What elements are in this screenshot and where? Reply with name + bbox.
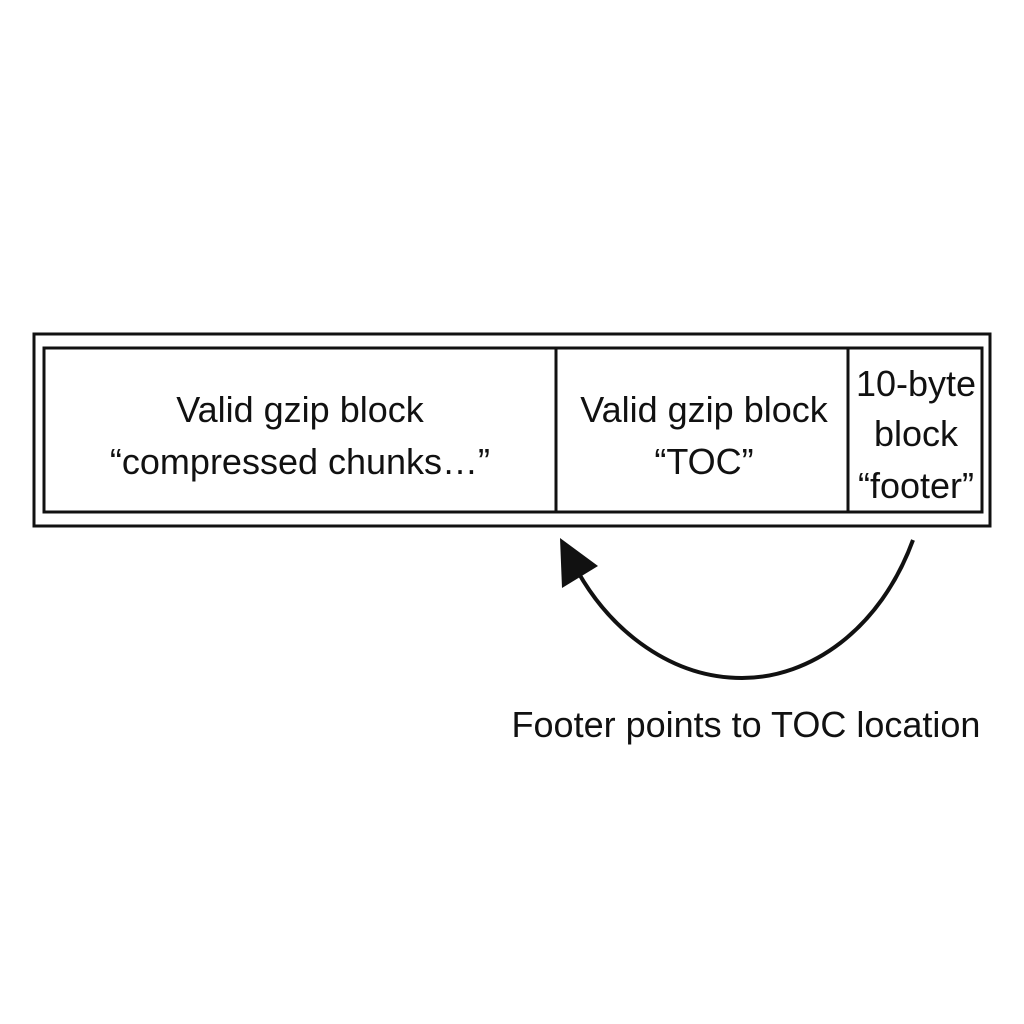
block-toc-subtitle: “TOC” bbox=[654, 441, 753, 482]
block-compressed-chunks-subtitle: “compressed chunks…” bbox=[110, 441, 490, 482]
block-compressed-chunks-title: Valid gzip block bbox=[176, 389, 424, 430]
block-footer-line1: 10-byte bbox=[856, 363, 976, 404]
file-outer-frame bbox=[32, 332, 992, 528]
block-footer-line3: “footer” bbox=[858, 465, 974, 506]
block-footer: 10-byte block “footer” bbox=[856, 363, 976, 506]
block-toc-title: Valid gzip block bbox=[580, 389, 828, 430]
file-inner-frame bbox=[42, 346, 984, 514]
arrow-caption: Footer points to TOC location bbox=[512, 704, 981, 745]
block-footer-line2: block bbox=[874, 413, 959, 454]
block-toc: Valid gzip block “TOC” bbox=[580, 389, 828, 482]
footer-to-toc-arrowhead bbox=[560, 538, 598, 588]
footer-to-toc-arrow-curve bbox=[576, 539, 915, 681]
block-compressed-chunks: Valid gzip block “compressed chunks…” bbox=[110, 389, 490, 482]
